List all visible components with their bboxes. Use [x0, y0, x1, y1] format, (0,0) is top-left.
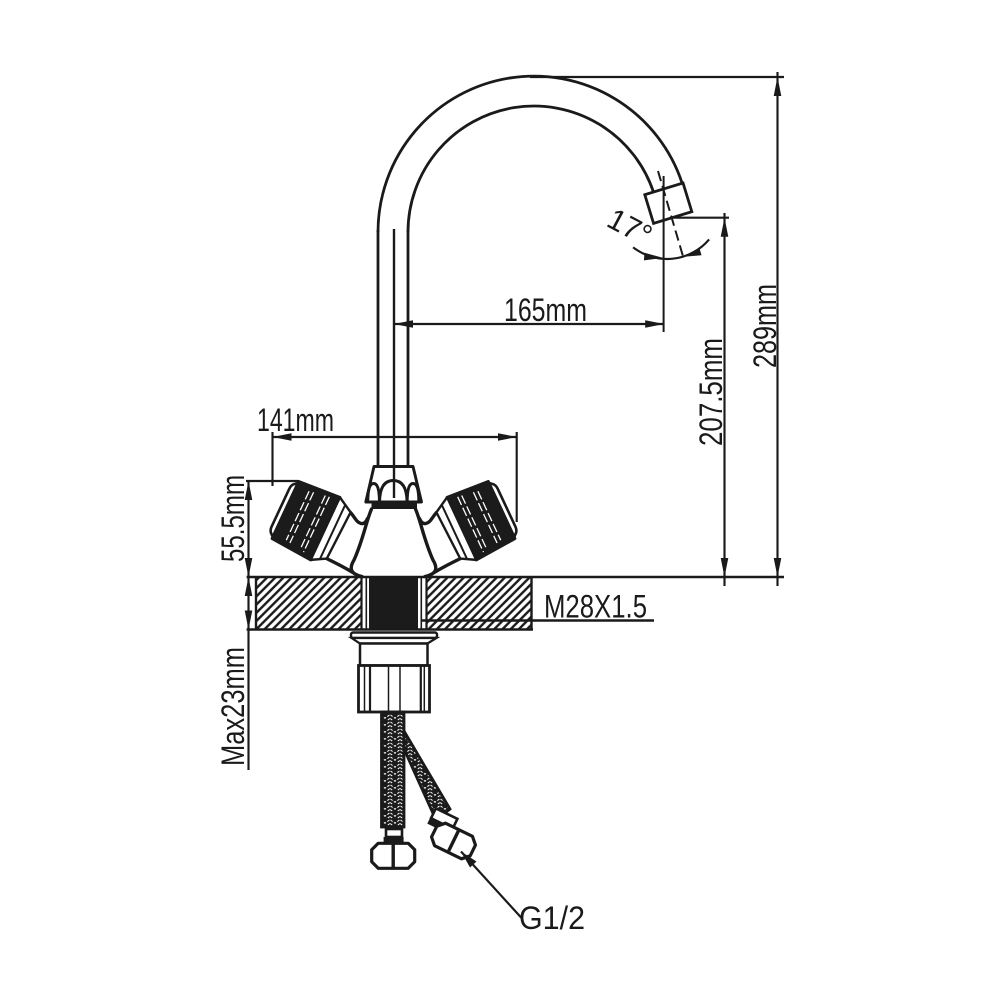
- svg-text:55.5mm: 55.5mm: [215, 475, 251, 562]
- svg-text:G1/2: G1/2: [519, 900, 585, 936]
- svg-text:165mm: 165mm: [504, 292, 587, 328]
- svg-text:Max23mm: Max23mm: [215, 647, 251, 766]
- svg-text:289mm: 289mm: [747, 284, 783, 368]
- svg-text:207.5mm: 207.5mm: [693, 338, 729, 446]
- svg-text:M28X1.5: M28X1.5: [544, 589, 647, 625]
- svg-text:141mm: 141mm: [257, 402, 334, 438]
